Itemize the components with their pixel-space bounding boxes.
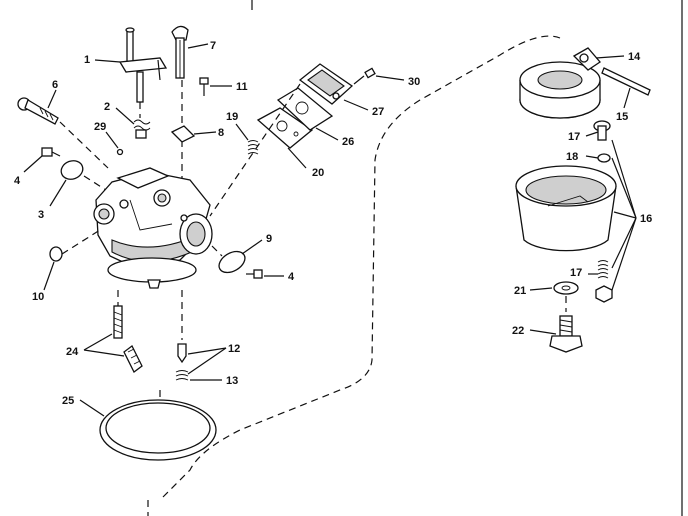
- callout-24: 24: [66, 346, 79, 358]
- part-washer-21: [553, 281, 579, 295]
- part-screw-4a: [41, 147, 61, 157]
- part-screw-4b: [246, 269, 263, 279]
- callout-29: 29: [94, 121, 106, 133]
- part-idle-screw: [17, 97, 59, 125]
- callout-13: 13: [226, 375, 238, 387]
- callout-25: 25: [62, 395, 74, 407]
- leader-3: [49, 179, 67, 207]
- leader-8: [193, 131, 217, 135]
- part-screw-17a: [593, 120, 611, 141]
- plug-dash: [61, 229, 101, 255]
- callout-16: 16: [640, 213, 652, 225]
- part-spring-17b: [595, 260, 613, 303]
- part-throttle-plate: [60, 160, 84, 180]
- plate9-dash: [211, 245, 223, 257]
- part-carburetor-body: [93, 167, 213, 289]
- leader-20: [287, 147, 307, 169]
- leader-7: [187, 43, 209, 49]
- part-needle-valves: [113, 305, 143, 373]
- callout-14: 14: [628, 51, 641, 63]
- leader-21: [529, 287, 553, 291]
- dashed-boundary: [159, 35, 561, 501]
- part-screw-30: [353, 67, 376, 85]
- callout-30: 30: [408, 76, 420, 88]
- part-cover-27: [298, 63, 354, 105]
- part-plug-10: [49, 246, 63, 262]
- part-float-14: [519, 47, 601, 119]
- leader-2: [115, 107, 135, 125]
- leader-19: [235, 123, 249, 141]
- leader-12b: [187, 347, 227, 375]
- callout-2: 2: [104, 101, 110, 113]
- plate-dash: [83, 175, 107, 191]
- leader-18: [585, 155, 599, 159]
- leader-15: [623, 87, 631, 109]
- part-spring-19: [247, 140, 259, 155]
- part-spring-2: [133, 119, 151, 139]
- stack-dash: [209, 83, 301, 217]
- leader-25: [79, 399, 105, 417]
- callout-6: 6: [52, 79, 58, 91]
- callout-20: 20: [312, 167, 324, 179]
- leader-10: [43, 261, 55, 291]
- leader-16e: [611, 217, 637, 291]
- leader-26: [315, 127, 339, 141]
- part-jet-12: [177, 343, 187, 364]
- leader-14: [595, 55, 625, 59]
- part-bolt-22: [549, 315, 583, 353]
- callout-4a: 4: [14, 175, 21, 187]
- callout-27: 27: [372, 106, 384, 118]
- leader-16a: [611, 139, 637, 219]
- leader-16c: [613, 211, 637, 219]
- callout-15: 15: [616, 111, 628, 123]
- callout-4b: 4: [288, 271, 295, 283]
- leader-30: [375, 75, 405, 81]
- leader-27: [343, 99, 369, 111]
- leader-24a: [83, 333, 113, 351]
- leader-9: [241, 239, 263, 255]
- leader-16b: [611, 157, 637, 219]
- part-washer-18: [597, 153, 611, 163]
- callout-9: 9: [266, 233, 272, 245]
- leader-16d: [611, 217, 637, 269]
- part-plate-9: [218, 250, 246, 274]
- callout-12: 12: [228, 343, 240, 355]
- leader-12a: [187, 347, 227, 355]
- callout-18: 18: [566, 151, 578, 163]
- part-spring-13: [175, 370, 189, 381]
- part-gasket-ring-25: [99, 399, 217, 461]
- callout-19: 19: [226, 111, 238, 123]
- callout-21: 21: [514, 285, 526, 297]
- part-gasket-20: [256, 107, 314, 149]
- leader-6: [47, 89, 57, 109]
- part-throttle-shaft: [118, 27, 168, 103]
- part-choke-plate: [170, 125, 196, 143]
- callout-10: 10: [32, 291, 44, 303]
- callout-7: 7: [210, 40, 216, 52]
- callout-3: 3: [38, 209, 44, 221]
- part-pin-15: [601, 67, 651, 96]
- callout-17b: 17: [570, 267, 582, 279]
- leader-17a: [585, 131, 599, 137]
- leader-1: [94, 59, 121, 63]
- callout-8: 8: [218, 127, 224, 139]
- part-float-bowl-16: [515, 165, 617, 252]
- callout-26: 26: [342, 136, 354, 148]
- part-screw-11: [199, 77, 209, 96]
- callout-22: 22: [512, 325, 524, 337]
- leader-29: [105, 131, 119, 149]
- part-choke-shaft: [171, 25, 189, 79]
- part-diaphragm-26: [276, 87, 334, 131]
- leader-22: [529, 329, 557, 335]
- leader-4a: [23, 155, 43, 173]
- callout-11: 11: [236, 81, 248, 93]
- leader-24b: [83, 349, 125, 357]
- part-ball-29: [116, 148, 124, 156]
- callout-17a: 17: [568, 131, 580, 143]
- callout-1: 1: [84, 54, 90, 66]
